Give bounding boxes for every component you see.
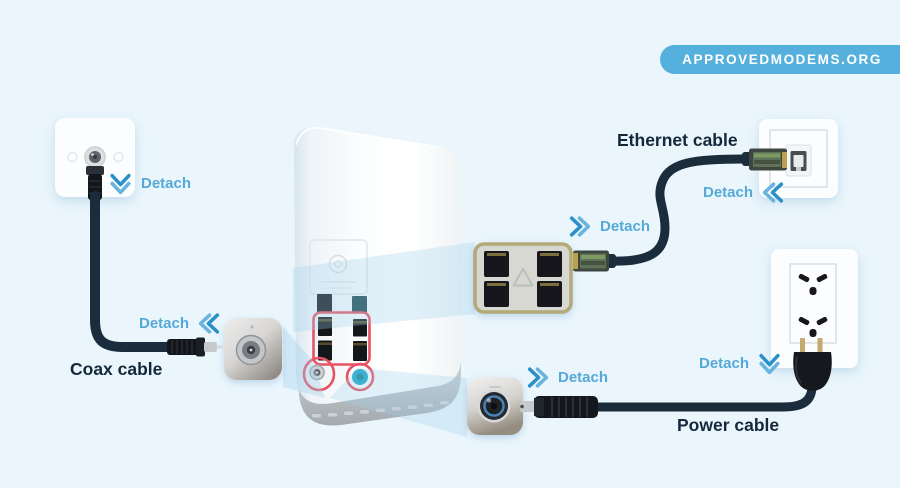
- screw-icon: [113, 151, 124, 163]
- power-port-highlight-outline: [345, 362, 375, 392]
- detach-label: Detach: [699, 355, 750, 372]
- ethernet-port: [317, 294, 332, 313]
- double-chevron-down-icon: [759, 353, 780, 375]
- modem: [294, 126, 463, 426]
- power-plug: [793, 338, 832, 391]
- outlet-socket: [798, 273, 828, 295]
- ethernet-cable: [573, 148, 787, 272]
- ethernet-zoom-beam: [293, 242, 475, 332]
- power-zoom-beam: [330, 368, 467, 437]
- power-outlet-plate: [771, 249, 858, 368]
- detach-label: Detach: [600, 218, 651, 235]
- coax-port-closeup: [235, 334, 267, 366]
- ethernet-wall-plate: [759, 119, 838, 198]
- detach-marker-coax-wall: Detach: [108, 171, 191, 196]
- modem-port-panel: [309, 239, 368, 295]
- detach-label: Detach: [703, 184, 754, 201]
- coax-zoom-beam: [283, 327, 325, 398]
- detach-marker-power-modem: Detach: [525, 365, 608, 390]
- power-port-callout: [467, 377, 523, 435]
- coax-connector: [167, 337, 223, 357]
- ethernet-cable-label: Ethernet cable: [617, 130, 738, 150]
- coax-wall-port: [84, 146, 106, 168]
- modem-logo: [328, 254, 348, 274]
- ethernet-wall-jack: [785, 144, 812, 177]
- double-chevron-right-icon: [569, 216, 591, 237]
- modem-base-vents: [312, 401, 449, 418]
- ethernet-ports-callout: [473, 242, 573, 314]
- ethernet-ports-group: [318, 317, 367, 361]
- brand-badge: APPROVEDMODEMS.ORG: [660, 45, 900, 74]
- coax-port-highlight-outline: [302, 356, 336, 392]
- outlet-socket: [798, 316, 828, 337]
- coax-cable: [86, 166, 223, 357]
- rj45-connector: [742, 148, 787, 171]
- modem-power-port: [345, 362, 375, 392]
- screw-icon: [67, 151, 78, 163]
- modem-body: [294, 126, 463, 404]
- triangle-logo-icon: [512, 267, 534, 287]
- zoom-beams: [283, 242, 475, 437]
- detach-marker-power-outlet: Detach: [699, 351, 782, 376]
- detach-label: Detach: [139, 315, 190, 332]
- modem-coax-port: [302, 356, 336, 392]
- detach-marker-coax-modem: Detach: [139, 311, 222, 336]
- double-chevron-right-icon: [527, 367, 549, 388]
- detach-label: Detach: [141, 175, 192, 192]
- ports-highlight-outline: [312, 311, 371, 366]
- power-cable-label: Power cable: [677, 415, 780, 435]
- coax-port-callout: [224, 318, 282, 380]
- rj45-connector: [573, 250, 616, 272]
- dc-barrel-connector: [520, 396, 598, 418]
- coax-cable-label: Coax cable: [70, 359, 163, 379]
- power-port-closeup: [477, 389, 511, 423]
- ethernet-port-closeup: [484, 251, 562, 307]
- double-chevron-down-icon: [110, 173, 131, 195]
- detach-label: Detach: [558, 369, 609, 386]
- power-cable: [520, 338, 832, 418]
- double-chevron-left-icon: [762, 182, 784, 203]
- double-chevron-left-icon: [198, 313, 220, 334]
- detach-marker-ethernet-wall: Detach: [703, 180, 786, 205]
- detach-marker-ethernet-modem: Detach: [567, 214, 650, 239]
- wan-port: [352, 296, 367, 313]
